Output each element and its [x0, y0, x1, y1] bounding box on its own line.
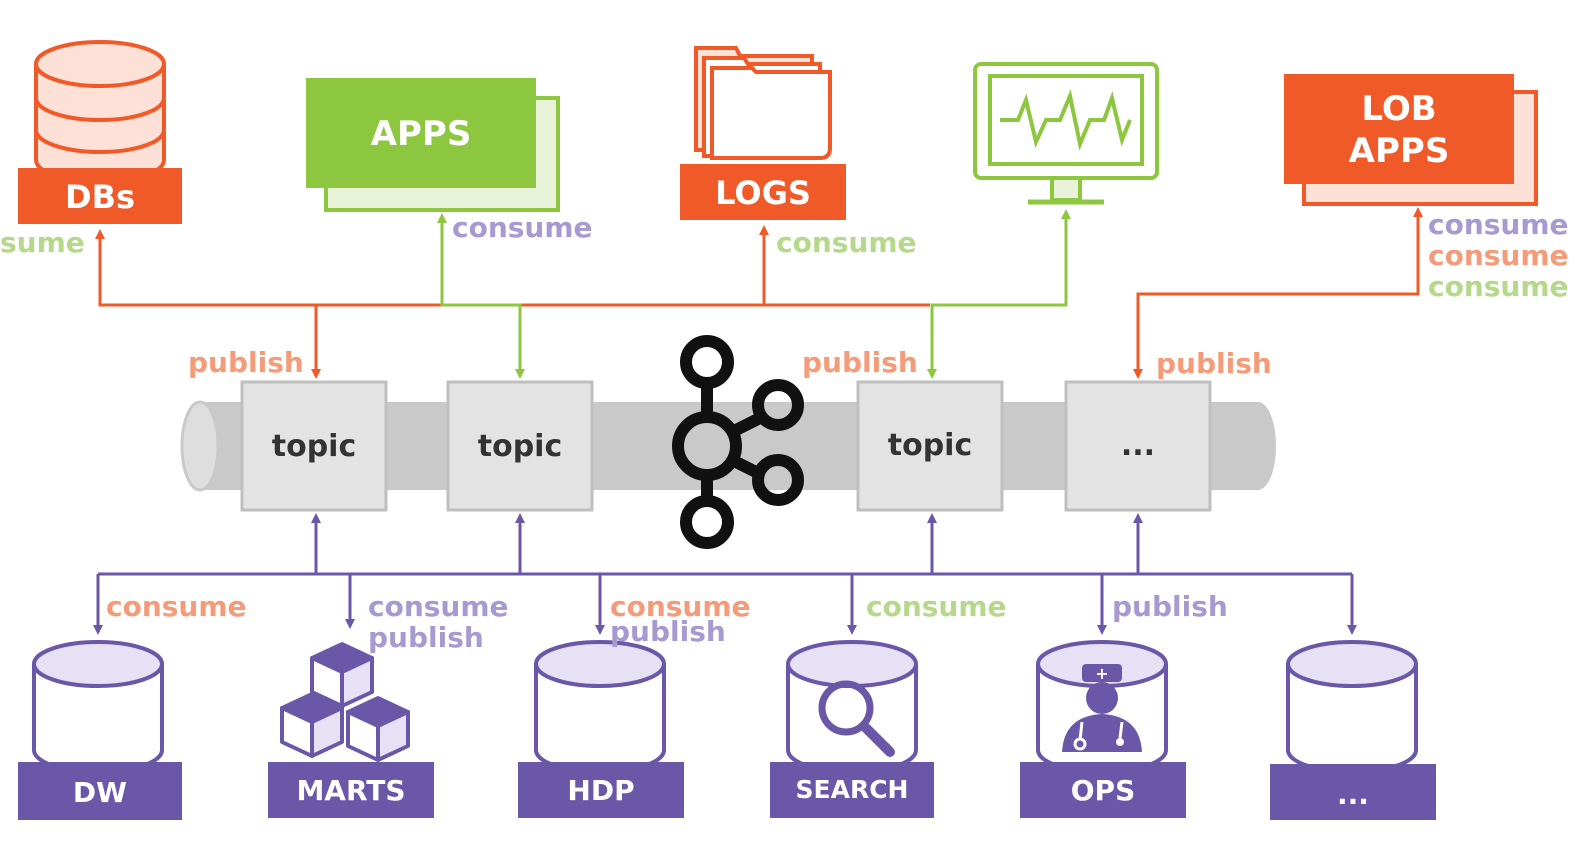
kafka-logo-icon: [672, 335, 804, 549]
ops-node[interactable]: + OPS: [1020, 640, 1186, 818]
magnifier-icon: [818, 680, 895, 757]
label-publish: publish: [802, 346, 918, 379]
marts-label: MARTS: [296, 774, 405, 807]
topic-label: topic: [272, 429, 357, 464]
dw-node[interactable]: DW: [18, 640, 182, 820]
logs-node[interactable]: LOGS: [680, 46, 846, 220]
apps-node[interactable]: APPS: [306, 78, 560, 212]
label-publish: publish: [1156, 347, 1272, 380]
ops-label: OPS: [1071, 774, 1136, 807]
bottom-connectors: [93, 513, 1357, 635]
label-publish: publish: [368, 621, 484, 654]
topic-box-more[interactable]: ...: [1064, 380, 1212, 512]
label-publish: publish: [188, 346, 304, 379]
hdp-label: HDP: [567, 774, 634, 807]
svg-text:+: +: [1095, 664, 1108, 683]
topic-label: topic: [478, 429, 563, 464]
dw-label: DW: [73, 776, 127, 809]
topic-box-3[interactable]: topic: [856, 380, 1004, 512]
lob-label-line2: APPS: [1349, 131, 1450, 171]
database-icon: [34, 40, 166, 184]
topic-box-1[interactable]: topic: [240, 380, 388, 512]
label-consume: sume: [0, 226, 85, 259]
more-node[interactable]: ...: [1270, 640, 1436, 820]
lob-apps-node[interactable]: LOB APPS: [1284, 74, 1538, 206]
apps-label: APPS: [371, 114, 472, 154]
label-consume: consume: [368, 590, 509, 623]
database-icon: [1286, 640, 1418, 774]
label-publish: publish: [1112, 590, 1228, 623]
flow-labels: sume consume consume consume consume con…: [0, 208, 1569, 654]
label-consume: consume: [1428, 239, 1569, 272]
search-node[interactable]: SEARCH: [770, 640, 934, 818]
label-consume: consume: [106, 590, 247, 623]
more-label: ...: [1337, 778, 1369, 811]
label-consume: consume: [452, 211, 593, 244]
database-icon: [534, 640, 666, 774]
topic-box-2[interactable]: topic: [446, 380, 594, 512]
logs-label: LOGS: [715, 174, 811, 212]
dbs-node[interactable]: DBs: [18, 40, 182, 224]
label-consume: consume: [610, 590, 751, 623]
topic-label: ...: [1121, 428, 1155, 463]
marts-node[interactable]: MARTS: [268, 642, 434, 818]
topic-label: topic: [888, 428, 973, 463]
label-consume: consume: [776, 226, 917, 259]
search-label: SEARCH: [796, 775, 909, 804]
doctor-icon: +: [1062, 664, 1142, 752]
lob-label-line1: LOB: [1361, 89, 1436, 129]
label-publish: publish: [610, 615, 726, 648]
database-icon: [786, 640, 918, 774]
heartbeat-monitor-icon[interactable]: [973, 62, 1159, 205]
database-icon: [32, 640, 164, 774]
cubes-icon: [280, 642, 410, 762]
dbs-label: DBs: [65, 178, 135, 216]
top-connectors: [95, 207, 1423, 379]
label-consume: consume: [1428, 208, 1569, 241]
folder-stack-icon: [694, 46, 832, 160]
label-consume: consume: [1428, 270, 1569, 303]
hdp-node[interactable]: HDP: [518, 640, 684, 818]
label-consume: consume: [866, 590, 1007, 623]
